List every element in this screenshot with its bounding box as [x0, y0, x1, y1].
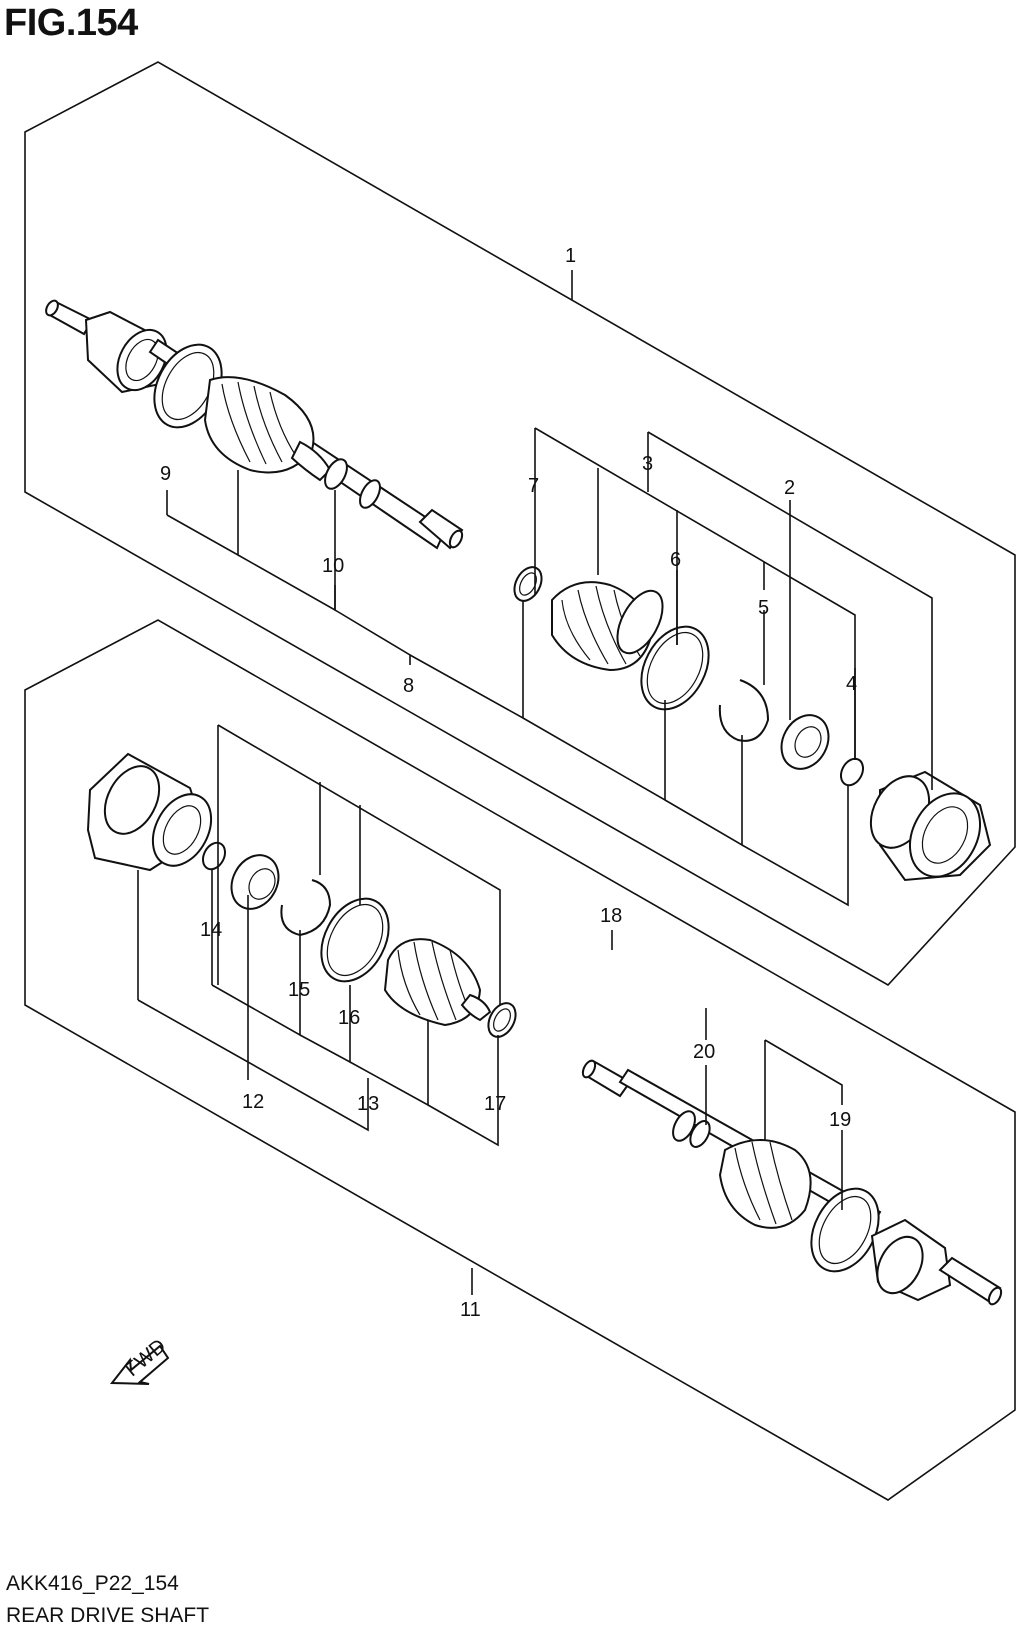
leader-lines — [137, 270, 933, 1295]
callout-5: 5 — [758, 597, 769, 619]
drive-shaft-upper — [45, 299, 464, 550]
callout-12: 12 — [242, 1091, 264, 1113]
callout-20: 20 — [693, 1041, 715, 1063]
figure-title: FIG.154 — [4, 2, 138, 44]
inner-race-2 — [780, 714, 830, 770]
boot-upper-inner — [551, 581, 664, 672]
circlip-14 — [201, 841, 227, 871]
callout-7: 7 — [528, 475, 539, 497]
figure-name: REAR DRIVE SHAFT — [6, 1604, 210, 1627]
callout-3: 3 — [642, 453, 653, 475]
snap-ring-15 — [280, 879, 332, 937]
circlip-4 — [839, 757, 865, 787]
band-clamp-7 — [513, 566, 543, 602]
clamp-ring-16 — [320, 897, 390, 983]
callout-18: 18 — [600, 905, 622, 927]
callout-19: 19 — [829, 1109, 851, 1131]
fwd-direction-arrow: FWD — [109, 1335, 170, 1385]
callout-16: 16 — [338, 1007, 360, 1029]
joint-housing-lower — [86, 752, 213, 872]
callout-13: 13 — [357, 1093, 379, 1115]
callout-10: 10 — [322, 555, 344, 577]
assembly-boundary-upper — [24, 61, 1016, 987]
assembly-boundary-lower — [24, 619, 1016, 1501]
clamp-ring-6 — [640, 625, 710, 711]
snap-ring-5 — [718, 679, 770, 742]
callout-11: 11 — [460, 1299, 481, 1321]
inner-race-12 — [230, 854, 280, 910]
callout-17: 17 — [484, 1093, 506, 1115]
callout-2: 2 — [784, 477, 795, 499]
callout-15: 15 — [288, 979, 310, 1001]
drive-shaft-lower — [581, 1059, 1003, 1306]
callout-8: 8 — [403, 675, 414, 697]
callout-6: 6 — [670, 549, 681, 571]
band-clamp-17 — [487, 1002, 517, 1038]
callout-1: 1 — [565, 245, 576, 267]
callout-14: 14 — [200, 919, 222, 941]
joint-housing-upper — [869, 770, 992, 882]
callout-4: 4 — [846, 673, 857, 695]
boot-lower-inner — [383, 938, 492, 1027]
callout-9: 9 — [160, 463, 171, 485]
callout-numbers: 1 2 3 4 5 6 7 8 9 10 11 12 13 14 15 16 1… — [160, 245, 857, 1321]
figure-code: AKK416_P22_154 — [6, 1572, 179, 1595]
